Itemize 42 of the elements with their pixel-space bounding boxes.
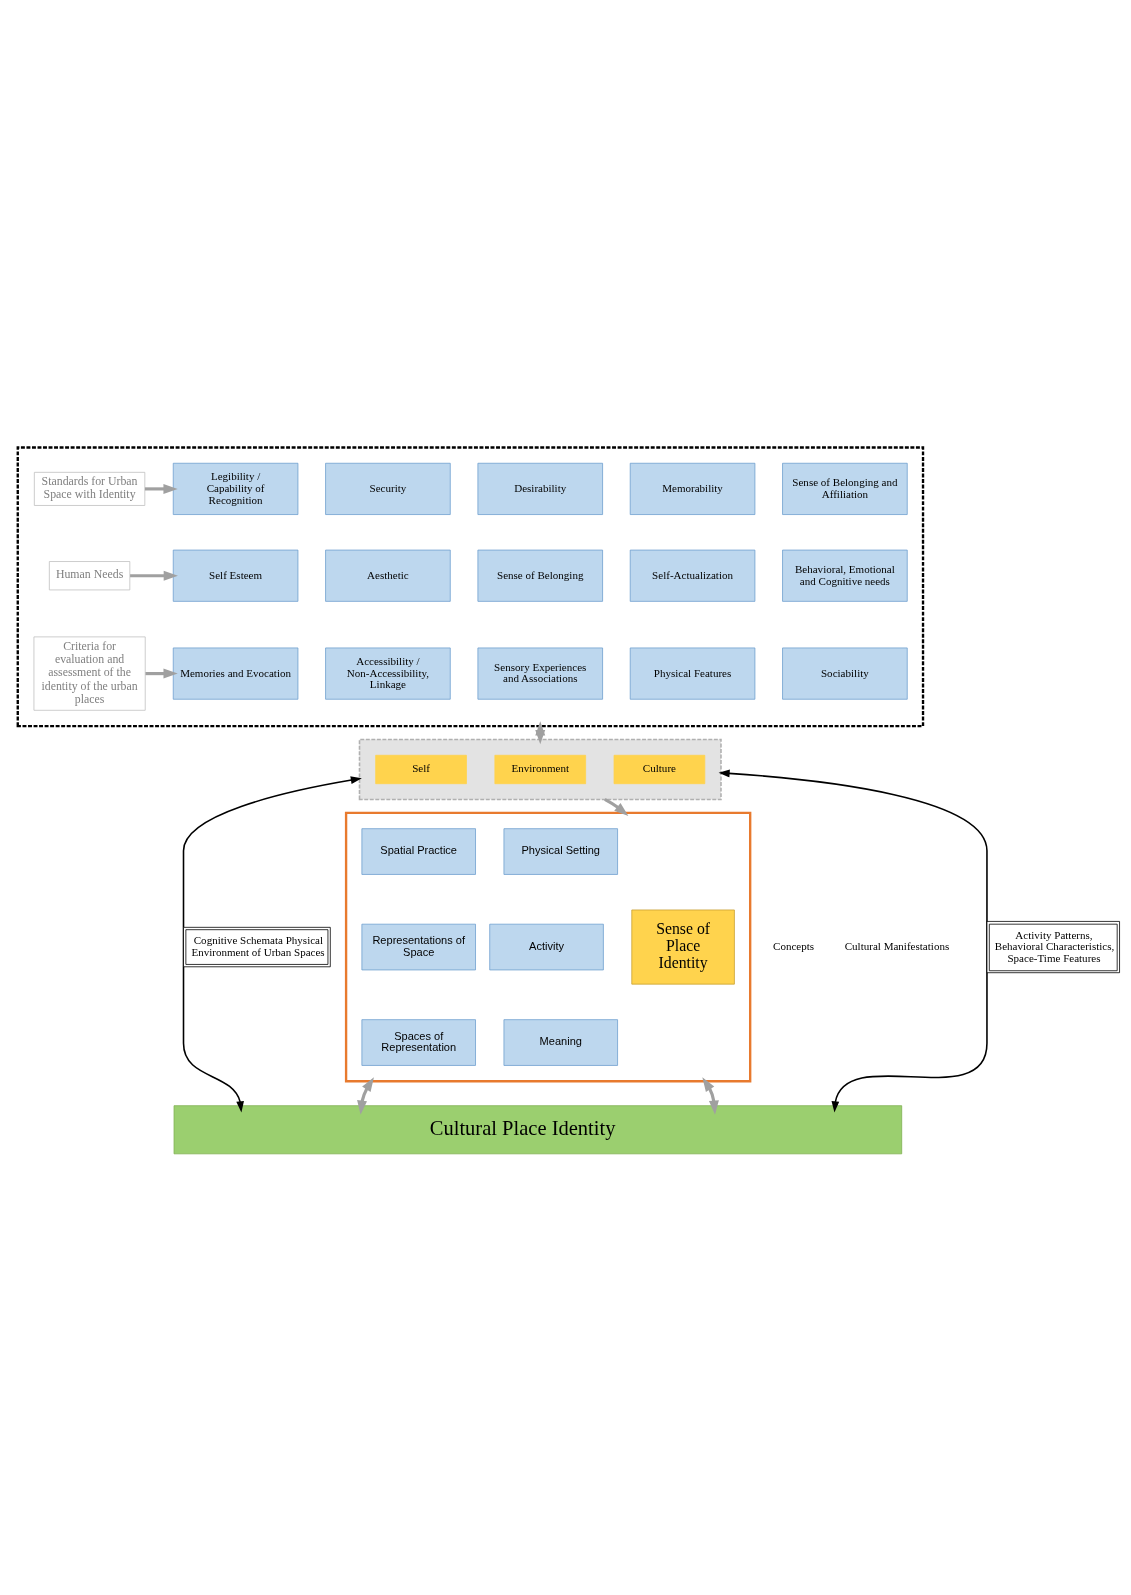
node-box: Activity <box>489 923 604 971</box>
node-box: Standards for Urban Space with Identity <box>33 471 146 506</box>
cluster <box>16 446 925 728</box>
node-box: Accessibility / Non-Accessibility, Linkage <box>325 647 451 700</box>
node-box: Physical Features <box>629 647 756 700</box>
node-box: Meaning <box>503 1019 618 1066</box>
arrow <box>145 668 178 679</box>
node-box: Cultural Place Identity <box>173 1105 903 1155</box>
node-box: Desirability <box>477 462 603 515</box>
node-box: Memorability <box>629 462 756 515</box>
arrow <box>182 776 362 1113</box>
node-box: Security <box>325 462 451 515</box>
arrow <box>144 483 178 494</box>
arrow <box>130 570 178 581</box>
node-box: Sense of Belonging <box>477 549 603 602</box>
node-box: Behavioral, Emotional and Cognitive needs <box>782 549 908 602</box>
cluster <box>344 811 752 1083</box>
node-box: Aesthetic <box>325 549 451 602</box>
cluster <box>358 738 722 801</box>
edge-label: Cognitive Schemata Physical Environment of Urban Spaces <box>191 934 325 958</box>
node-box: Self-Actualization <box>629 549 756 602</box>
arrow <box>718 769 988 1113</box>
node-box: Representations of Space <box>361 923 476 971</box>
node-box: Self Esteem <box>172 549 299 602</box>
node-box: Spaces of Representation <box>361 1019 476 1066</box>
edge-label: Activity Patterns, Behavioral Characteristics, Space-Time Features <box>994 928 1115 965</box>
node-box: Sensory Experiences and Associations <box>477 647 603 700</box>
node-box: Self <box>375 754 467 785</box>
node-box: Memories and Evocation <box>172 647 299 700</box>
label: Cultural Manifestations <box>844 939 950 952</box>
node-box: Physical Setting <box>503 828 618 875</box>
node-box: Sociability <box>782 647 908 700</box>
node-box: Environment <box>494 754 587 785</box>
node-box: Spatial Practice <box>361 828 476 875</box>
node-box: Culture <box>613 754 706 785</box>
node-box: Human Needs <box>48 561 131 591</box>
node-box: Sense of Belonging and Affiliation <box>782 462 908 515</box>
node-box: Legibility / Capability of Recognition <box>172 462 299 515</box>
arrow <box>604 798 629 816</box>
node-box: Criteria for evaluation and assessment of the identity of the urban places <box>33 636 146 711</box>
label: Concepts <box>773 939 815 952</box>
node-box: Sense of Place Identity <box>631 909 735 985</box>
